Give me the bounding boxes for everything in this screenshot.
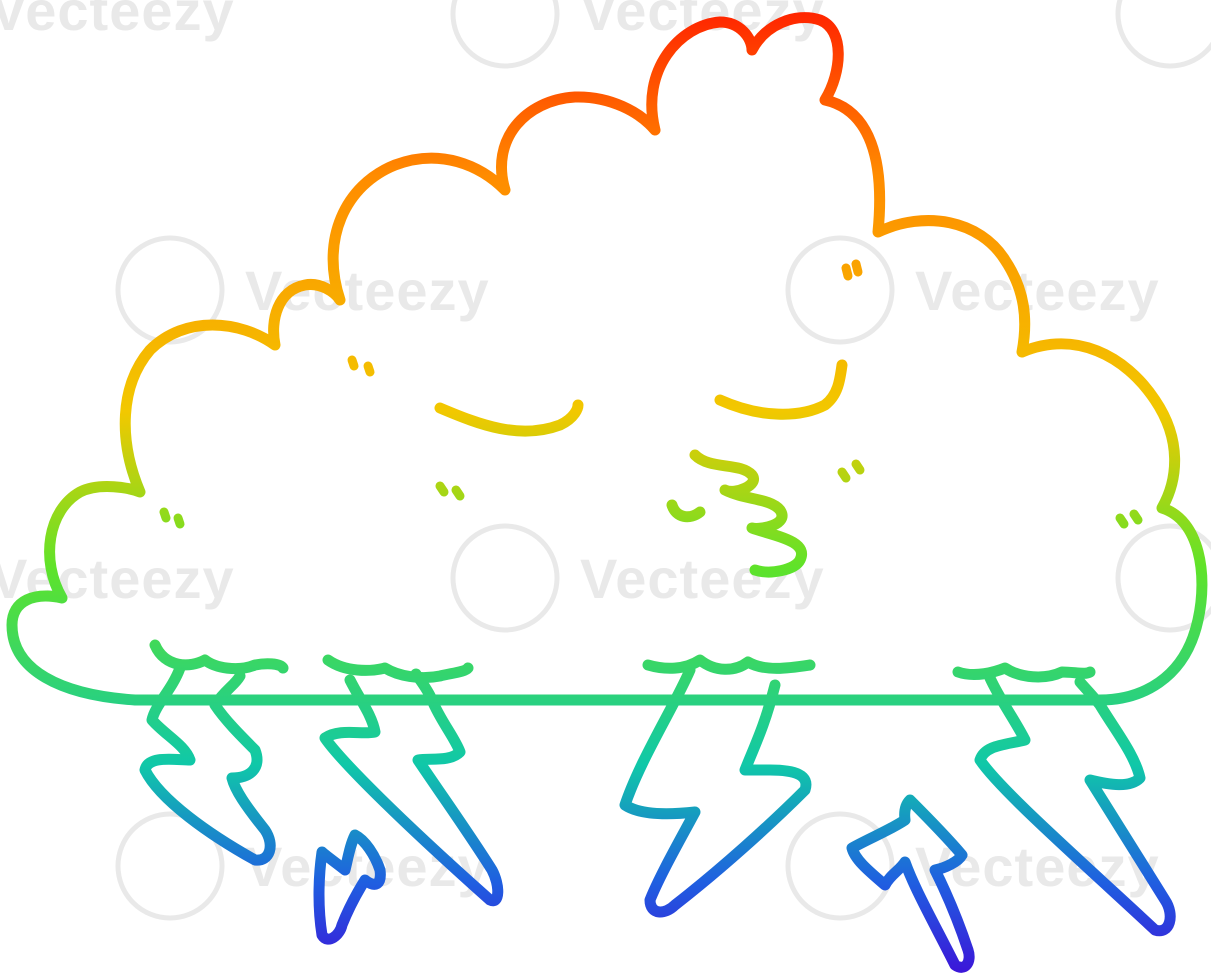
lightning-bolt-icon [846, 794, 975, 973]
closed-eye-icon [434, 399, 584, 437]
mouth-icon [689, 449, 807, 578]
lightning-bolt-icon [619, 664, 812, 918]
lightning-bolt-icon [313, 829, 386, 945]
lightning-bolt-icon [319, 668, 504, 907]
lightning-bolt-icon [139, 662, 276, 866]
cloud-fringe [642, 654, 816, 675]
mouth-icon [666, 499, 706, 523]
cloud-fringe [952, 662, 1096, 683]
watermark-layer: Vecteezy Vecteezy Vecteezy Vecteezy Vect… [0, 0, 1211, 921]
cloud-icon [6, 12, 1208, 706]
watermark-text: Vecteezy [580, 547, 825, 610]
watermark-logo-icon [115, 0, 1211, 921]
watermark-text: Vecteezy [915, 259, 1160, 322]
lightning-bolt-icon [974, 672, 1176, 937]
blush-icon [159, 259, 1143, 529]
cloud-fringe [322, 654, 474, 684]
closed-eye-icon [714, 359, 848, 420]
cloud-fringe [149, 639, 289, 675]
watermark-text: Vecteezy [0, 0, 235, 42]
